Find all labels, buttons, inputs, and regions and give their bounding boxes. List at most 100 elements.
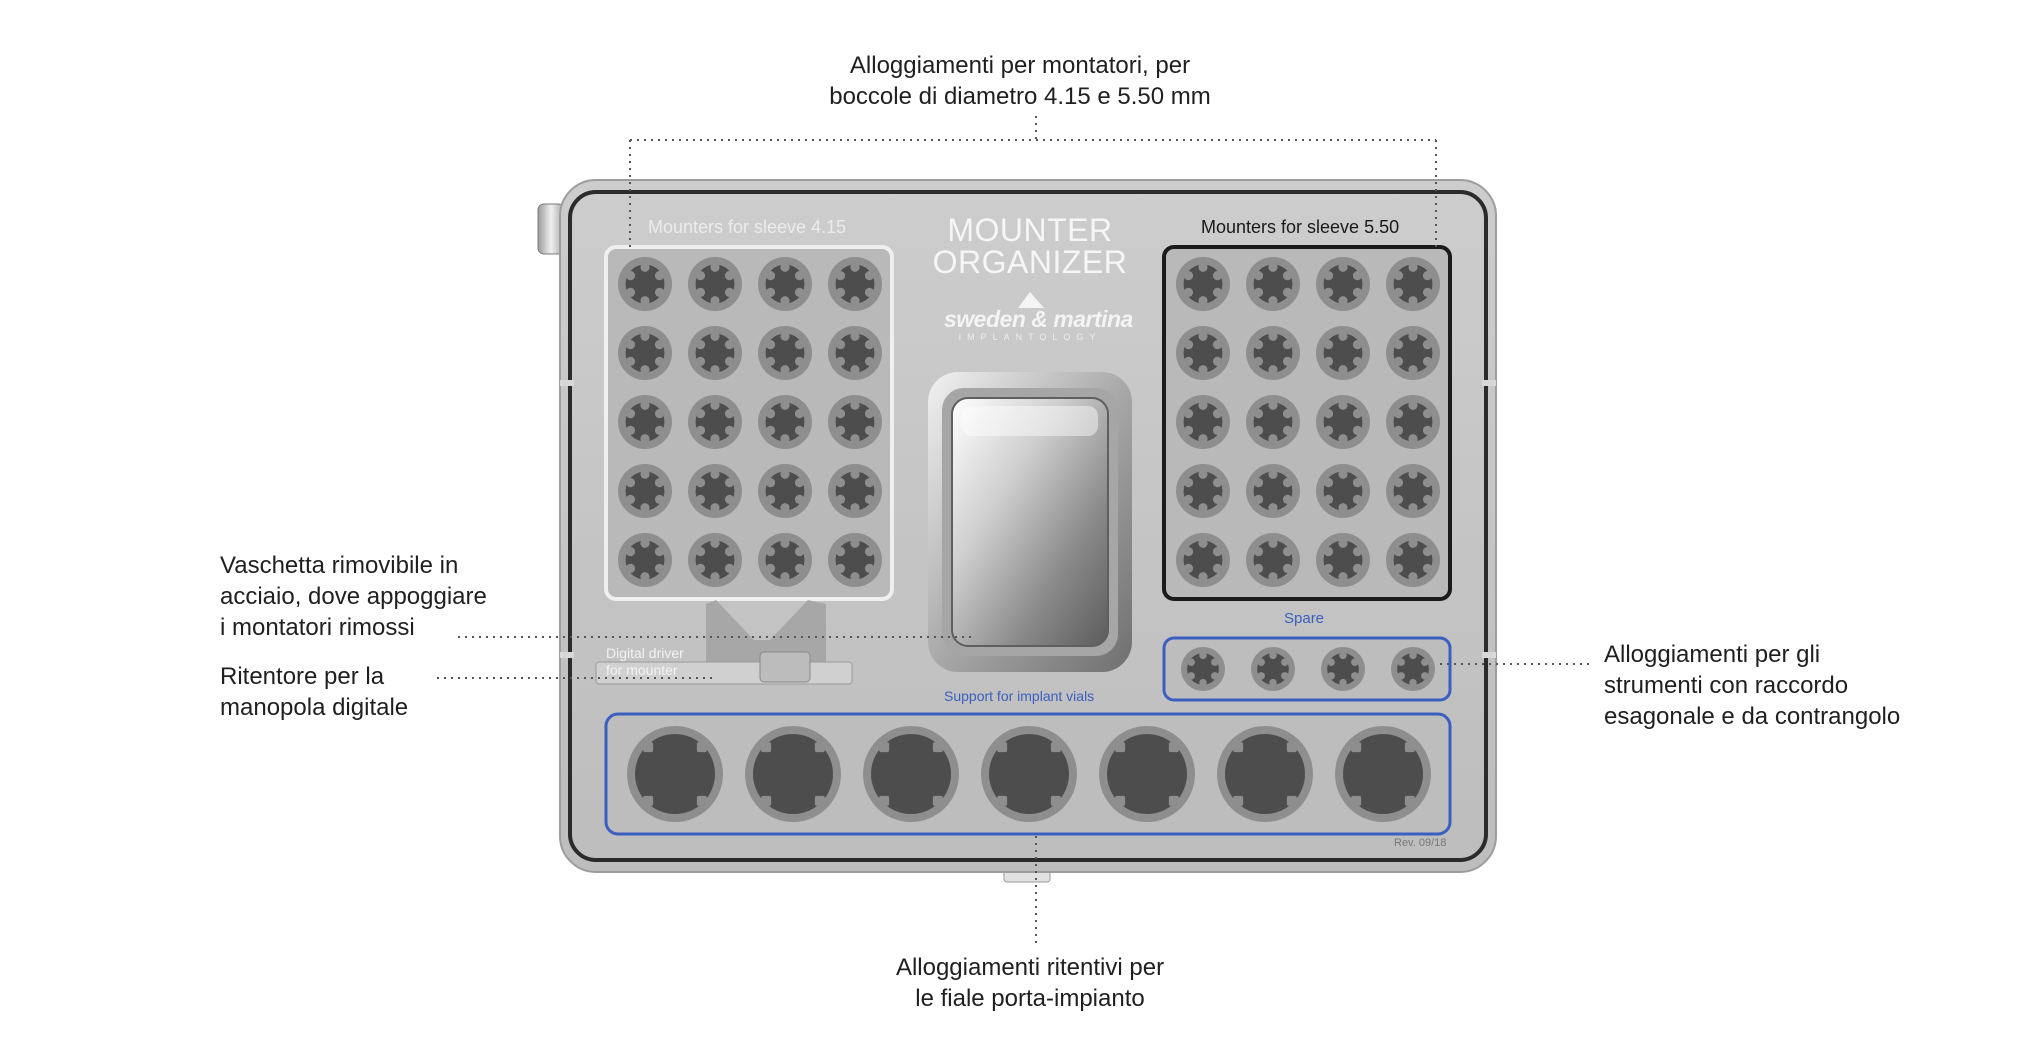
socket-notch [1338,572,1348,582]
socket-notch [1352,271,1363,281]
mounter-socket [1176,464,1230,518]
socket-notch [864,478,875,488]
vial-hole [871,734,951,814]
socket-center [1267,663,1279,675]
mounter-socket [758,257,812,311]
mounter-socket [758,464,812,518]
socket-center [638,553,652,567]
socket-notch [1397,672,1405,680]
socket-center [1337,663,1349,675]
socket-notch [710,262,720,272]
socket-notch [1422,425,1433,435]
vial-retention-tab [1351,742,1362,753]
socket-notch [1393,425,1404,435]
socket-notch [850,572,860,582]
socket-center [1266,415,1280,429]
socket-center [1266,553,1280,567]
socket-notch [1212,425,1223,435]
socket-notch [780,262,790,272]
vial-hole [635,734,715,814]
socket-notch [654,425,665,435]
socket-center [1197,663,1209,675]
spare-socket [1321,647,1365,691]
socket-notch [1351,672,1359,680]
vial-retention-tab [879,795,890,806]
socket-notch [1393,356,1404,366]
socket-notch [710,503,720,513]
socket-notch [1282,409,1293,419]
socket-notch [1408,400,1418,410]
socket-notch [625,287,636,297]
socket-notch [1282,547,1293,557]
mounter-socket [1316,257,1370,311]
socket-notch [794,425,805,435]
socket-notch [765,409,776,419]
callout-line: strumenti con raccordo [1604,672,1849,699]
socket-notch [1352,494,1363,504]
socket-center [778,415,792,429]
vial-retention-tab [761,742,772,753]
callout-line: Ritentore per la [220,663,385,690]
socket-notch [654,478,665,488]
socket-notch [1338,262,1348,272]
vial-retention-tab [1233,742,1244,753]
mounter-socket [828,533,882,587]
mounter-socket [688,257,742,311]
socket-notch [765,287,776,297]
socket-notch [794,356,805,366]
socket-notch [1268,503,1278,513]
socket-notch [1282,478,1293,488]
socket-notch [1187,672,1195,680]
socket-notch [864,494,875,504]
removable-steel-tray [951,397,1109,647]
socket-notch [1352,563,1363,573]
mounter-socket [688,533,742,587]
mounter-socket [1386,326,1440,380]
socket-notch [1183,478,1194,488]
mounter-socket [618,257,672,311]
socket-notch [780,434,790,444]
socket-center [638,277,652,291]
mounter-socket [1246,464,1300,518]
vial-retention-tab [1404,742,1415,753]
mounter-socket [1316,326,1370,380]
socket-notch [625,563,636,573]
socket-notch [724,287,735,297]
socket-notch [640,538,650,548]
socket-notch [850,503,860,513]
vial-retention-tab [1233,795,1244,806]
socket-notch [1253,494,1264,504]
callout-instrument-housings: Alloggiamenti per gli strumenti con racc… [1604,639,1900,732]
vials-grid [627,726,1431,822]
socket-notch [625,547,636,557]
socket-notch [710,400,720,410]
socket-notch [1323,356,1334,366]
socket-notch [1198,262,1208,272]
socket-notch [1211,672,1219,680]
socket-notch [695,409,706,419]
socket-notch [1198,469,1208,479]
socket-notch [864,425,875,435]
socket-notch [1198,331,1208,341]
socket-notch [654,547,665,557]
socket-center [778,346,792,360]
mounter-socket [1246,395,1300,449]
tray-title-line: ORGANIZER [932,244,1128,280]
socket-notch [1253,356,1264,366]
socket-center [848,346,862,360]
socket-notch [625,409,636,419]
driver-slot-clip [759,651,811,683]
callout-removable-tray: Vaschetta rimovibile in acciaio, dove ap… [220,550,487,643]
vial-socket [1217,726,1313,822]
socket-notch [1268,434,1278,444]
socket-notch [1212,271,1223,281]
socket-notch [850,434,860,444]
socket-notch [1393,287,1404,297]
right-notch-bottom [1482,652,1496,658]
label-mounters-550: Mounters for sleeve 5.50 [1201,217,1400,237]
socket-notch [695,425,706,435]
socket-notch [695,271,706,281]
mounters-415-grid [618,257,882,587]
socket-notch [1199,678,1207,687]
socket-notch [780,365,790,375]
